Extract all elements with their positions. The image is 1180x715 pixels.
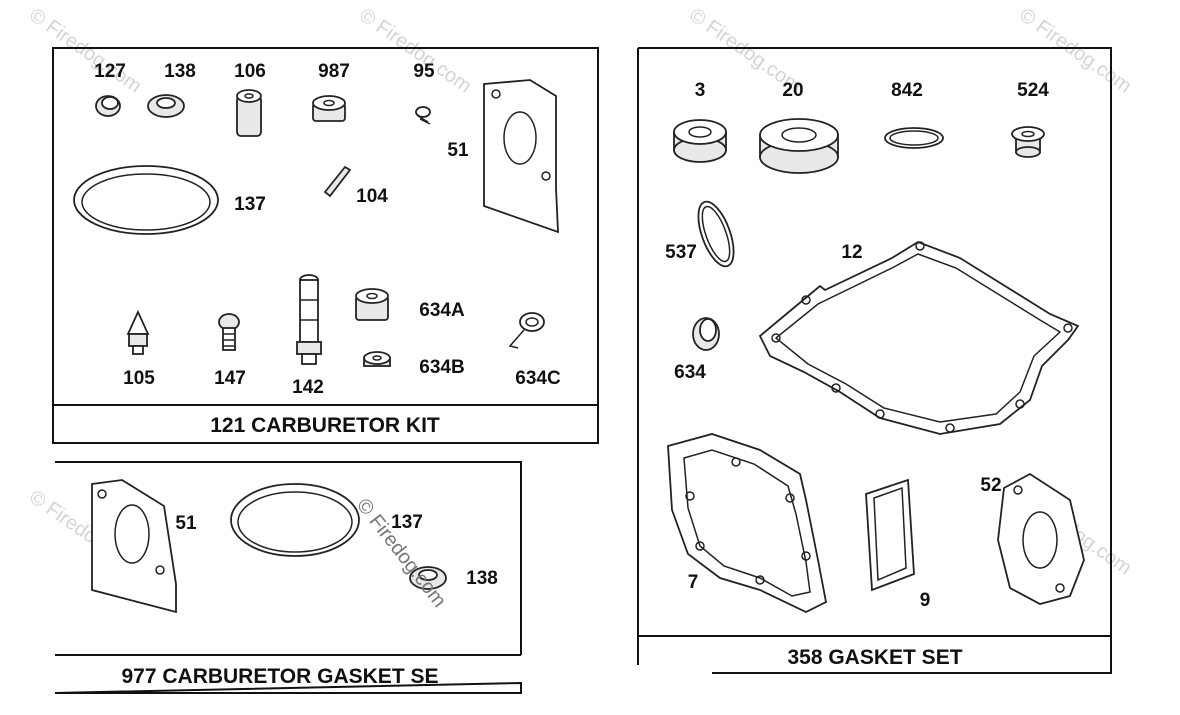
part-label: 95 <box>413 61 435 82</box>
part-label: 12 <box>841 242 862 263</box>
part-label: 104 <box>356 186 388 207</box>
kit-title: 977 CARBURETOR GASKET SE <box>121 665 438 688</box>
part-147-screw <box>218 313 240 351</box>
part-label: 634A <box>419 300 465 321</box>
part-label: 634B <box>419 357 464 378</box>
part-52-intake-gasket <box>997 472 1085 605</box>
kit-title: 358 GASKET SET <box>787 646 962 669</box>
part-label: 842 <box>891 80 923 101</box>
gasket-set-358-panel: 358 GASKET SET 3 20 842 <box>637 47 1112 674</box>
part-label: 524 <box>1017 80 1049 101</box>
part-634c-clip <box>508 312 545 349</box>
part-label: 52 <box>980 475 1001 496</box>
part-20-oil-seal <box>759 118 839 174</box>
part-label: 51 <box>175 513 197 534</box>
part-9-gasket <box>865 478 915 592</box>
part-label: 3 <box>695 80 706 101</box>
part-label: 537 <box>665 242 697 263</box>
part-51-gasket-plate <box>483 79 559 234</box>
part-137-o-ring <box>230 483 360 557</box>
part-634b-washer <box>363 351 391 367</box>
gasket-set-977-panel: 977 CARBURETOR GASKET SE 51 137 138 © Fi… <box>54 461 522 694</box>
part-51-gasket-plate <box>91 479 177 614</box>
part-3-seal <box>673 119 727 163</box>
part-12-crankcase-gasket <box>758 241 1080 435</box>
part-142-nozzle <box>296 274 322 365</box>
part-label: 51 <box>447 140 469 161</box>
panel-border <box>637 47 1112 674</box>
panel-border <box>54 461 522 694</box>
watermark-text: © Firedog.com <box>355 4 475 97</box>
part-label: 137 <box>234 194 266 215</box>
part-label: 20 <box>782 80 803 101</box>
part-524-grommet <box>1011 126 1045 158</box>
part-634-seal <box>692 317 720 351</box>
part-label: 138 <box>466 568 498 589</box>
part-987-spacer <box>312 95 346 122</box>
panel-border <box>52 47 599 444</box>
part-label: 137 <box>391 512 423 533</box>
part-label: 9 <box>920 590 931 611</box>
part-127-cap <box>95 95 121 117</box>
part-label: 634 <box>674 362 706 383</box>
part-138-washer <box>409 566 447 590</box>
part-label: 106 <box>234 61 266 82</box>
part-label: 105 <box>123 368 155 389</box>
part-137-o-ring <box>73 165 219 235</box>
part-104-pin <box>323 165 352 198</box>
part-537-o-ring <box>697 200 735 268</box>
part-7-head-gasket <box>667 433 828 614</box>
part-label: 138 <box>164 61 196 82</box>
watermark-text: © Firedog.com <box>25 4 145 97</box>
part-label: 127 <box>94 61 126 82</box>
part-label: 987 <box>318 61 350 82</box>
part-label: 634C <box>515 368 561 389</box>
part-634a-bushing <box>355 288 389 321</box>
part-label: 7 <box>688 572 699 593</box>
part-138-washer <box>147 94 185 118</box>
part-95-screw <box>415 106 431 125</box>
kit-title: 121 CARBURETOR KIT <box>210 414 440 437</box>
part-842-o-ring <box>884 127 944 149</box>
part-label: 142 <box>292 377 324 398</box>
part-105-needle <box>126 309 150 355</box>
carburetor-kit-panel: 121 CARBURETOR KIT 127 138 106 987 <box>52 47 599 444</box>
part-label: 147 <box>214 368 246 389</box>
part-106-bushing <box>236 89 262 137</box>
